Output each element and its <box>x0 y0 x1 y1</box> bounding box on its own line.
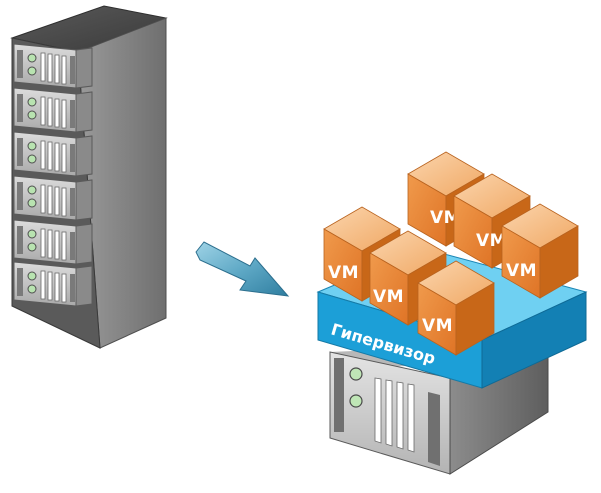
vm-cube: VM <box>417 260 495 356</box>
vm-cube: VM <box>453 173 531 269</box>
vm-label: VM <box>422 316 453 336</box>
vm-label: VM <box>476 231 507 251</box>
vm-label: VM <box>373 287 404 307</box>
vm-cube: VM <box>369 230 447 326</box>
server-rack-icon <box>10 5 168 349</box>
vm-label: VM <box>328 263 359 283</box>
vm-label: VM <box>506 261 537 281</box>
migration-arrow-icon <box>195 241 290 297</box>
hypervisor-host: VM Гипервизор VM VM VM VM VM <box>316 151 588 475</box>
vm-cube: VM <box>407 151 485 247</box>
vm-cube: VM <box>323 206 401 302</box>
vm-label: VM <box>430 208 461 228</box>
vm-cube: VM <box>501 203 579 299</box>
